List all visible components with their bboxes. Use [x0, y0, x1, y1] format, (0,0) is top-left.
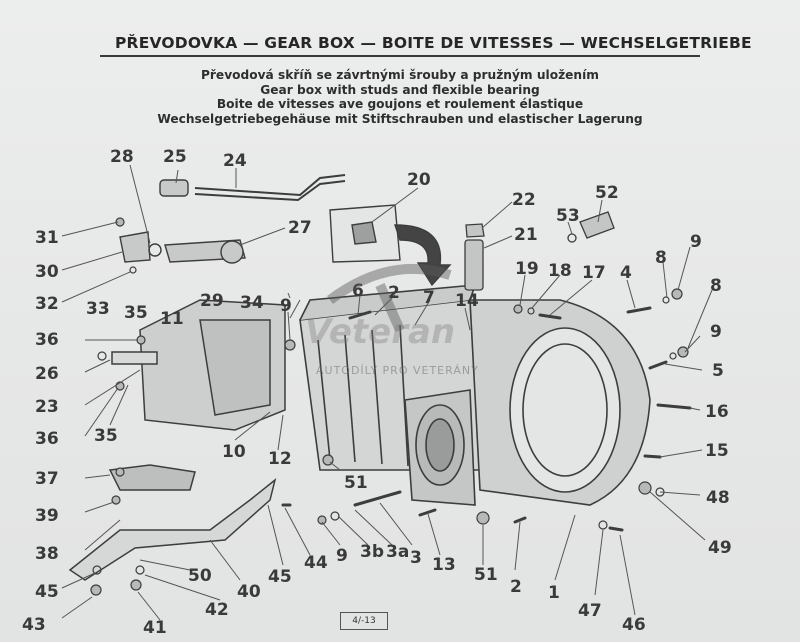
crossmember-bracket	[68, 478, 277, 581]
watermark-logo	[327, 263, 452, 333]
part-label-25: 25	[163, 147, 187, 167]
part-label-20: 20	[407, 170, 431, 190]
part-label-2b: 2	[510, 577, 522, 597]
watermark-subtitle: AUTODÍLY PRO VETERÁNY	[316, 364, 479, 377]
part-label-29: 29	[200, 291, 224, 311]
part-label-37: 37	[35, 469, 59, 489]
part-label-28: 28	[110, 147, 134, 167]
part-label-7: 7	[423, 288, 435, 308]
page-reference: 4/-13	[340, 612, 388, 630]
part-label-51b: 51	[474, 565, 498, 585]
part-label-46: 46	[622, 615, 646, 635]
part-label-26: 26	[35, 364, 59, 384]
part-label-3b: 3b	[360, 542, 384, 562]
part-label-45b: 45	[35, 582, 59, 602]
part-label-6: 6	[352, 281, 364, 301]
part-label-33: 33	[86, 299, 110, 319]
part-label-9b: 9	[280, 296, 292, 316]
part-label-49: 49	[708, 538, 732, 558]
shift-rod	[194, 174, 346, 202]
part-label-11: 11	[160, 309, 184, 329]
part-label-2a: 2	[388, 283, 400, 303]
part-label-15: 15	[705, 441, 729, 461]
part-label-24: 24	[223, 151, 247, 171]
caption-french: Boite de vitesses ave goujons et rouleme…	[216, 97, 584, 112]
studs-and-bolts	[281, 306, 692, 532]
part-label-45a: 45	[268, 567, 292, 587]
part-label-23: 23	[35, 397, 59, 417]
part-label-36b: 36	[35, 429, 59, 449]
part-label-40: 40	[237, 582, 261, 602]
part-label-43: 43	[22, 615, 46, 635]
caption-block: Převodová skříň se závrtnými šrouby a pr…	[140, 68, 660, 126]
part-label-35b: 35	[94, 426, 118, 446]
part-label-18: 18	[548, 261, 572, 281]
part-label-41: 41	[143, 618, 167, 638]
part-label-52: 52	[595, 183, 619, 203]
part-label-10: 10	[222, 442, 246, 462]
part-label-17: 17	[582, 263, 606, 283]
part-label-8b: 8	[710, 276, 722, 296]
part-label-48: 48	[706, 488, 730, 508]
part-label-3a: 3a	[386, 542, 409, 562]
part-label-39: 39	[35, 506, 59, 526]
caption-german: Wechselgetriebegehäuse mit Stiftschraube…	[157, 111, 643, 126]
header-rule	[100, 55, 700, 57]
part-label-27: 27	[288, 218, 312, 238]
part-label-9c: 9	[710, 322, 722, 342]
part-label-32: 32	[35, 294, 59, 314]
part-label-22: 22	[512, 190, 536, 210]
part-label-5: 5	[712, 361, 724, 381]
part-label-38: 38	[35, 544, 59, 564]
part-label-13: 13	[432, 555, 456, 575]
shift-parts	[119, 179, 246, 264]
rubber-mount	[108, 464, 196, 491]
part-label-9d: 9	[336, 546, 348, 566]
part-labels: 28 25 24 20 22 52 31 27 21 53 9 30 19 18…	[22, 147, 732, 638]
part-label-34: 34	[240, 293, 264, 313]
part-label-53: 53	[556, 206, 580, 226]
small-parts	[464, 211, 615, 291]
rear-cover	[111, 299, 286, 431]
caption-english: Gear box with studs and flexible bearing	[260, 82, 540, 97]
part-label-9a: 9	[690, 232, 702, 252]
part-label-8a: 8	[655, 248, 667, 268]
part-label-30: 30	[35, 262, 59, 282]
part-label-1: 1	[548, 583, 560, 603]
part-label-21: 21	[514, 225, 538, 245]
part-label-14: 14	[455, 291, 479, 311]
part-label-50: 50	[188, 566, 212, 586]
caption-czech: Převodová skříň se závrtnými šrouby a pr…	[200, 68, 599, 82]
part-label-31: 31	[35, 228, 59, 248]
part-label-3: 3	[410, 548, 422, 568]
part-label-35a: 35	[124, 303, 148, 323]
nuts-and-washers	[90, 217, 689, 596]
part-label-51a: 51	[344, 473, 368, 493]
part-label-16: 16	[705, 402, 729, 422]
part-label-4: 4	[620, 263, 632, 283]
gearbox-housing	[299, 284, 651, 506]
page-header-title: PŘEVODOVKA — GEAR BOX — BOITE DE VITESSE…	[115, 34, 752, 52]
part-label-36a: 36	[35, 330, 59, 350]
part-label-42: 42	[205, 600, 229, 620]
part-label-19: 19	[515, 259, 539, 279]
part-label-47: 47	[578, 601, 602, 621]
boot-inset	[329, 204, 452, 287]
part-label-44: 44	[304, 553, 328, 573]
leader-lines	[61, 164, 713, 621]
part-label-12: 12	[268, 449, 292, 469]
watermark-brand: Veteran	[305, 312, 456, 352]
